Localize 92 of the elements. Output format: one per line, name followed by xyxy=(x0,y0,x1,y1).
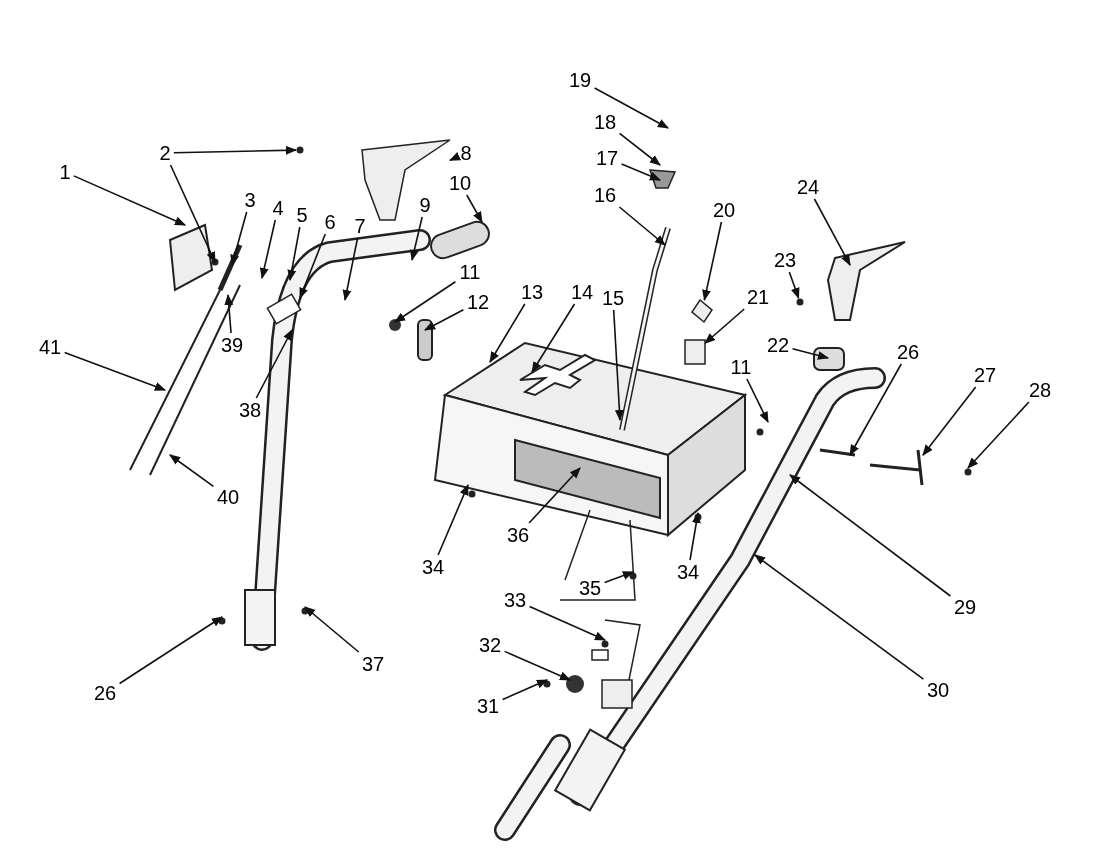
leader-line xyxy=(789,474,952,597)
leader-line xyxy=(922,386,977,456)
callout-number: 7 xyxy=(354,216,366,236)
callout-number: 33 xyxy=(503,590,527,610)
callout-number: 30 xyxy=(926,680,950,700)
callout-number: 12 xyxy=(466,292,490,312)
leader-line xyxy=(754,554,925,681)
callout-number: 11 xyxy=(459,262,481,282)
leader-line xyxy=(118,616,223,685)
callout-number: 3 xyxy=(244,190,256,210)
leader-line xyxy=(230,211,248,267)
callout-number: 19 xyxy=(568,70,592,90)
leader-line xyxy=(424,308,465,331)
callout-number: 31 xyxy=(476,696,500,716)
callout-number: 16 xyxy=(593,185,617,205)
leader-line xyxy=(342,237,359,302)
leader-line xyxy=(173,145,298,155)
callout-number: 27 xyxy=(973,365,997,385)
leader-line xyxy=(603,571,635,584)
callout-number: 15 xyxy=(601,288,625,308)
leader-line xyxy=(531,303,576,373)
leader-line xyxy=(593,87,669,129)
callout-number: 10 xyxy=(448,173,472,193)
leader-line xyxy=(259,219,277,280)
gasket-drawing xyxy=(692,300,712,322)
leader-line xyxy=(746,378,769,423)
leader-line xyxy=(612,309,624,422)
callout-number: 26 xyxy=(93,683,117,703)
callout-number: 34 xyxy=(676,562,700,582)
callout-number: 5 xyxy=(296,205,308,225)
callout-number: 39 xyxy=(220,335,244,355)
callout-number: 32 xyxy=(478,635,502,655)
leader-line xyxy=(702,221,723,302)
leader-line xyxy=(489,303,526,363)
callout-number: 20 xyxy=(712,200,736,220)
callout-number: 6 xyxy=(324,212,336,232)
callout-number: 29 xyxy=(953,597,977,617)
leader-line xyxy=(73,175,186,226)
leader-line xyxy=(849,363,903,456)
callout-number: 35 xyxy=(578,578,602,598)
leader-line xyxy=(528,467,581,524)
leader-line xyxy=(967,401,1030,469)
callout-number: 38 xyxy=(238,400,262,420)
leader-line xyxy=(409,216,423,262)
leader-line xyxy=(169,454,215,488)
callout-number: 36 xyxy=(506,525,530,545)
leader-line xyxy=(618,132,661,166)
callout-number: 37 xyxy=(361,654,385,674)
leader-line xyxy=(63,351,167,391)
leader-line xyxy=(287,226,301,282)
callout-number: 22 xyxy=(766,335,790,355)
callout-number: 40 xyxy=(216,487,240,507)
callout-number: 34 xyxy=(421,557,445,577)
callout-number: 11 xyxy=(730,357,752,377)
leader-line xyxy=(304,606,360,653)
callout-number: 18 xyxy=(593,112,617,132)
leader-line xyxy=(299,233,327,300)
leader-line xyxy=(255,329,293,399)
callout-number: 23 xyxy=(773,250,797,270)
callout-number: 1 xyxy=(59,162,71,182)
screw-icon xyxy=(796,298,804,306)
bushing-drawing xyxy=(685,340,705,364)
leader-line xyxy=(501,679,548,701)
leader-line xyxy=(791,348,830,360)
callout-number: 28 xyxy=(1028,380,1052,400)
leader-line xyxy=(689,511,701,561)
leader-line xyxy=(618,206,666,246)
callout-number: 24 xyxy=(796,177,820,197)
leader-line xyxy=(813,198,851,266)
callout-number: 8 xyxy=(460,143,472,163)
callout-number: 26 xyxy=(896,342,920,362)
leader-line xyxy=(704,308,746,345)
leader-line xyxy=(503,650,572,681)
callout-number: 2 xyxy=(159,143,171,163)
callout-number: 9 xyxy=(419,195,431,215)
leader-line xyxy=(437,483,469,556)
leader-line xyxy=(224,293,234,334)
leader-line xyxy=(169,164,216,263)
callout-number: 13 xyxy=(520,282,544,302)
leader-line xyxy=(620,163,662,181)
leader-line xyxy=(788,271,800,300)
leader-line xyxy=(394,280,457,323)
bracket-drawing xyxy=(362,140,450,220)
leader-line xyxy=(465,194,483,223)
leader-line xyxy=(449,152,462,161)
callout-number: 21 xyxy=(746,287,770,307)
leader-line xyxy=(528,605,606,641)
callout-number: 4 xyxy=(272,198,284,218)
callout-number: 17 xyxy=(595,148,619,168)
screw-icon xyxy=(296,146,304,154)
callout-number: 41 xyxy=(38,337,62,357)
callout-number: 14 xyxy=(570,282,594,302)
